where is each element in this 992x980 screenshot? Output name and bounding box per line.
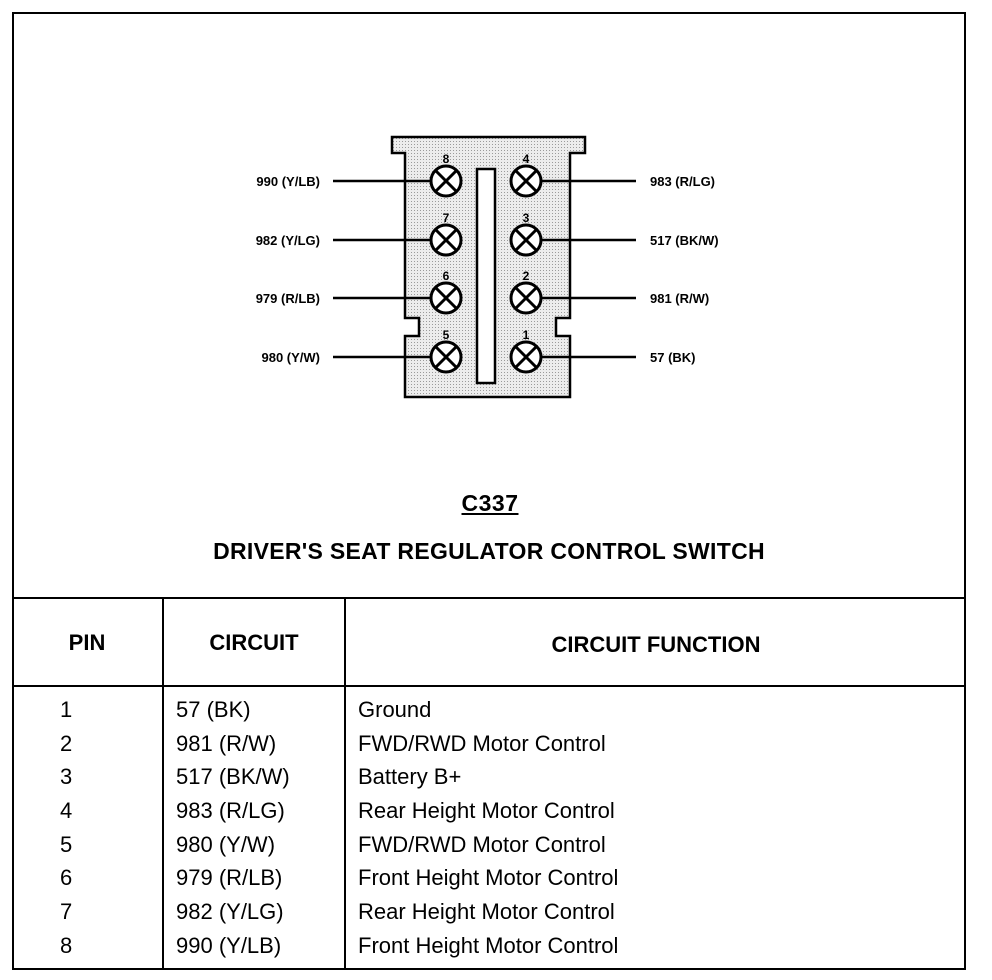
pin-circuit-label: 980 (Y/W) — [261, 350, 320, 365]
table-cell-function: Rear Height Motor Control — [358, 798, 615, 824]
table-cell-pin: 2 — [60, 730, 73, 756]
table-column-divider-1 — [162, 597, 164, 970]
connector-title: DRIVER'S SEAT REGULATOR CONTROL SWITCH — [213, 538, 765, 564]
pin-column: 1 2 3 4 5 6 7 8 — [60, 693, 100, 963]
pin-cross-mark — [514, 228, 538, 252]
pin-circuit-label: 990 (Y/LB) — [256, 174, 320, 189]
connector-diagram: 8 990 (Y/LB) 7 982 (Y/LG) 6 979 (R/LB) 5 980 (Y… — [256, 135, 719, 399]
table-cell-function: Front Height Motor Control — [358, 865, 619, 891]
connector-id: C337 — [461, 490, 519, 516]
pin-cross-mark — [514, 345, 538, 369]
connector-key-slot — [475, 167, 497, 385]
pin-circuit-label: 982 (Y/LG) — [256, 233, 320, 248]
pin-number: 4 — [523, 152, 530, 166]
function-column: Ground FWD/RWD Motor Control Battery B+ … — [358, 693, 958, 963]
pin-number: 2 — [523, 269, 530, 283]
header-circuit: CIRCUIT — [209, 630, 299, 655]
table-cell-function: FWD/RWD Motor Control — [358, 730, 606, 756]
table-cell-circuit: 57 (BK) — [176, 697, 251, 722]
table-cell-function: Ground — [358, 697, 432, 722]
table-cell-circuit: 980 (Y/W) — [176, 831, 276, 857]
pin-cross-mark — [434, 169, 458, 193]
table-cell-pin: 1 — [60, 697, 73, 722]
diagram-frame — [12, 12, 966, 970]
table-cell-circuit: 981 (R/W) — [176, 730, 277, 756]
pin-cross-mark — [514, 169, 538, 193]
table-cell-circuit: 990 (Y/LB) — [176, 932, 282, 958]
table-cell-pin: 8 — [60, 932, 73, 958]
pin-circuit-label: 981 (R/W) — [650, 291, 709, 306]
pin-table: PIN CIRCUIT CIRCUIT FUNCTION 1 2 3 4 5 6… — [12, 597, 966, 970]
circuit-column: 57 (BK) 981 (R/W) 517 (BK/W) 983 (R/LG) … — [176, 693, 341, 963]
pin-circuit-label: 57 (BK) — [650, 350, 696, 365]
pin-number: 3 — [523, 211, 530, 225]
table-cell-function: Front Height Motor Control — [358, 932, 619, 958]
pin-number: 7 — [443, 211, 450, 225]
header-pin: PIN — [68, 630, 106, 655]
table-cell-circuit: 983 (R/LG) — [176, 798, 285, 824]
table-cell-pin: 5 — [60, 831, 73, 857]
table-cell-circuit: 517 (BK/W) — [176, 764, 290, 790]
pin-cross-mark — [434, 345, 458, 369]
table-cell-function: Battery B+ — [358, 764, 462, 790]
table-cell-pin: 6 — [60, 865, 73, 891]
table-column-divider-2 — [344, 597, 346, 970]
pin-circuit-label: 979 (R/LB) — [256, 291, 320, 306]
table-cell-function: FWD/RWD Motor Control — [358, 831, 606, 857]
table-cell-pin: 7 — [60, 899, 73, 925]
table-cell-function: Rear Height Motor Control — [358, 899, 615, 925]
pin-number: 5 — [443, 328, 450, 342]
pin-cross-mark — [514, 286, 538, 310]
pin-cross-mark — [434, 286, 458, 310]
pin-circuit-label: 983 (R/LG) — [650, 174, 715, 189]
pin-number: 1 — [523, 328, 530, 342]
table-cell-pin: 4 — [60, 798, 73, 824]
table-header-divider — [12, 685, 966, 687]
pin-number: 6 — [443, 269, 450, 283]
table-top-border — [12, 597, 966, 599]
header-circuit-function: CIRCUIT FUNCTION — [551, 632, 761, 657]
pin-number: 8 — [443, 152, 450, 166]
table-cell-circuit: 982 (Y/LG) — [176, 899, 284, 925]
table-cell-circuit: 979 (R/LB) — [176, 865, 283, 891]
pin-cross-mark — [434, 228, 458, 252]
table-cell-pin: 3 — [60, 764, 73, 790]
pin-circuit-label: 517 (BK/W) — [650, 233, 719, 248]
